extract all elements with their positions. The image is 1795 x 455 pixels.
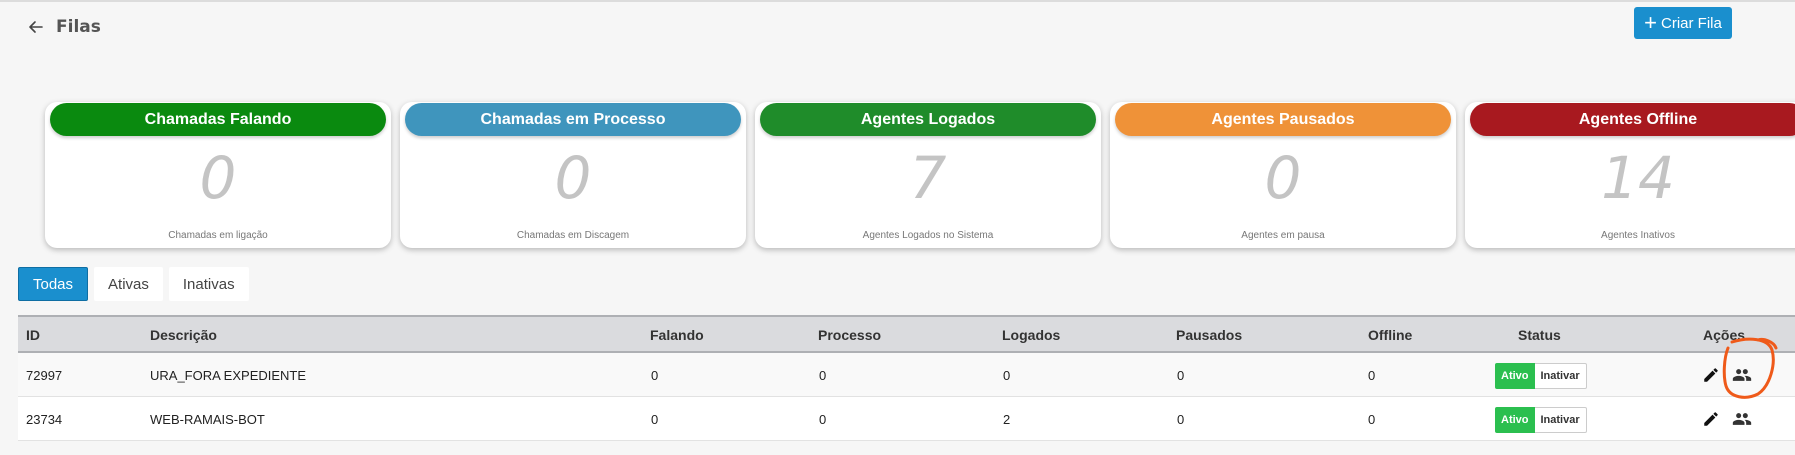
stat-card-agentes-offline: Agentes Offline 14 Agentes Inativos xyxy=(1465,102,1795,248)
stat-card-chamadas-falando: Chamadas Falando 0 Chamadas em ligação xyxy=(45,102,391,248)
cell-offline: 0 xyxy=(1368,368,1376,383)
cell-descricao: URA_FORA EXPEDIENTE xyxy=(150,368,307,383)
stat-card-chamadas-processo: Chamadas em Processo 0 Chamadas em Disca… xyxy=(400,102,746,248)
tab-todas[interactable]: Todas xyxy=(18,267,89,301)
table-header: ID Descrição Falando Processo Logados Pa… xyxy=(18,315,1795,353)
stat-card-title: Chamadas Falando xyxy=(50,103,386,136)
table-row: 23734 WEB-RAMAIS-BOT 0 0 2 0 0 Ativo Ina… xyxy=(18,397,1795,441)
cell-id: 23734 xyxy=(26,412,63,427)
stat-card-subtitle: Chamadas em ligação xyxy=(168,230,268,241)
cell-descricao: WEB-RAMAIS-BOT xyxy=(150,412,265,427)
tab-inativas[interactable]: Inativas xyxy=(168,267,249,301)
cell-logados: 0 xyxy=(1003,368,1011,383)
cell-processo: 0 xyxy=(819,412,827,427)
stat-card-title: Agentes Logados xyxy=(760,103,1096,136)
col-descricao: Descrição xyxy=(150,327,217,343)
stat-card-value: 7 xyxy=(909,144,947,212)
col-pausados: Pausados xyxy=(1176,327,1243,343)
stat-card-subtitle: Chamadas em Discagem xyxy=(516,230,630,241)
pencil-icon[interactable] xyxy=(1702,410,1720,428)
stat-card-subtitle: Agentes Logados no Sistema xyxy=(862,230,994,241)
col-acoes: Ações xyxy=(1703,327,1746,343)
col-falando: Falando xyxy=(650,327,704,343)
col-logados: Logados xyxy=(1002,327,1061,343)
col-status: Status xyxy=(1518,327,1561,343)
stat-card-value: 0 xyxy=(199,144,237,212)
deactivate-button[interactable]: Inativar xyxy=(1534,407,1587,433)
queues-table: ID Descrição Falando Processo Logados Pa… xyxy=(18,315,1795,441)
stat-card-title: Agentes Pausados xyxy=(1115,103,1451,136)
stat-card-value: 14 xyxy=(1601,144,1675,212)
stat-card-subtitle: Agentes Inativos xyxy=(1601,230,1675,241)
cell-id: 72997 xyxy=(26,368,63,383)
annotation-circle xyxy=(1722,337,1778,399)
filter-tabs: Todas Ativas Inativas xyxy=(18,267,249,301)
stat-card-agentes-pausados: Agentes Pausados 0 Agentes em pausa xyxy=(1110,102,1456,248)
page-title: Filas xyxy=(56,17,101,37)
pencil-icon[interactable] xyxy=(1702,366,1720,384)
status-toggle: Ativo Inativar xyxy=(1495,363,1587,389)
users-icon[interactable] xyxy=(1731,365,1753,385)
create-queue-label: Criar Fila xyxy=(1661,14,1722,32)
col-offline: Offline xyxy=(1368,327,1413,343)
stat-card-value: 0 xyxy=(554,144,592,212)
top-divider xyxy=(0,0,1795,2)
col-id: ID xyxy=(26,327,40,343)
create-queue-button[interactable]: + Criar Fila xyxy=(1634,7,1732,39)
col-processo: Processo xyxy=(818,327,882,343)
cell-pausados: 0 xyxy=(1177,412,1185,427)
stat-card-title: Chamadas em Processo xyxy=(405,103,741,136)
status-active-badge: Ativo xyxy=(1495,363,1535,389)
table-row: 72997 URA_FORA EXPEDIENTE 0 0 0 0 0 Ativ… xyxy=(18,353,1795,397)
cell-processo: 0 xyxy=(819,368,827,383)
tab-ativas[interactable]: Ativas xyxy=(94,267,163,301)
status-toggle: Ativo Inativar xyxy=(1495,407,1587,433)
status-active-badge: Ativo xyxy=(1495,407,1535,433)
users-icon[interactable] xyxy=(1731,409,1753,429)
cell-logados: 2 xyxy=(1003,412,1011,427)
cell-falando: 0 xyxy=(651,412,659,427)
stat-card-agentes-logados: Agentes Logados 7 Agentes Logados no Sis… xyxy=(755,102,1101,248)
cell-pausados: 0 xyxy=(1177,368,1185,383)
cell-falando: 0 xyxy=(651,368,659,383)
cell-offline: 0 xyxy=(1368,412,1376,427)
stat-card-value: 0 xyxy=(1264,144,1302,212)
plus-icon: + xyxy=(1644,10,1657,35)
deactivate-button[interactable]: Inativar xyxy=(1534,363,1587,389)
page-header: Filas xyxy=(28,17,101,37)
stat-card-title: Agentes Offline xyxy=(1470,103,1795,136)
stat-card-subtitle: Agentes em pausa xyxy=(1241,230,1325,241)
arrow-left-icon[interactable] xyxy=(28,19,44,35)
